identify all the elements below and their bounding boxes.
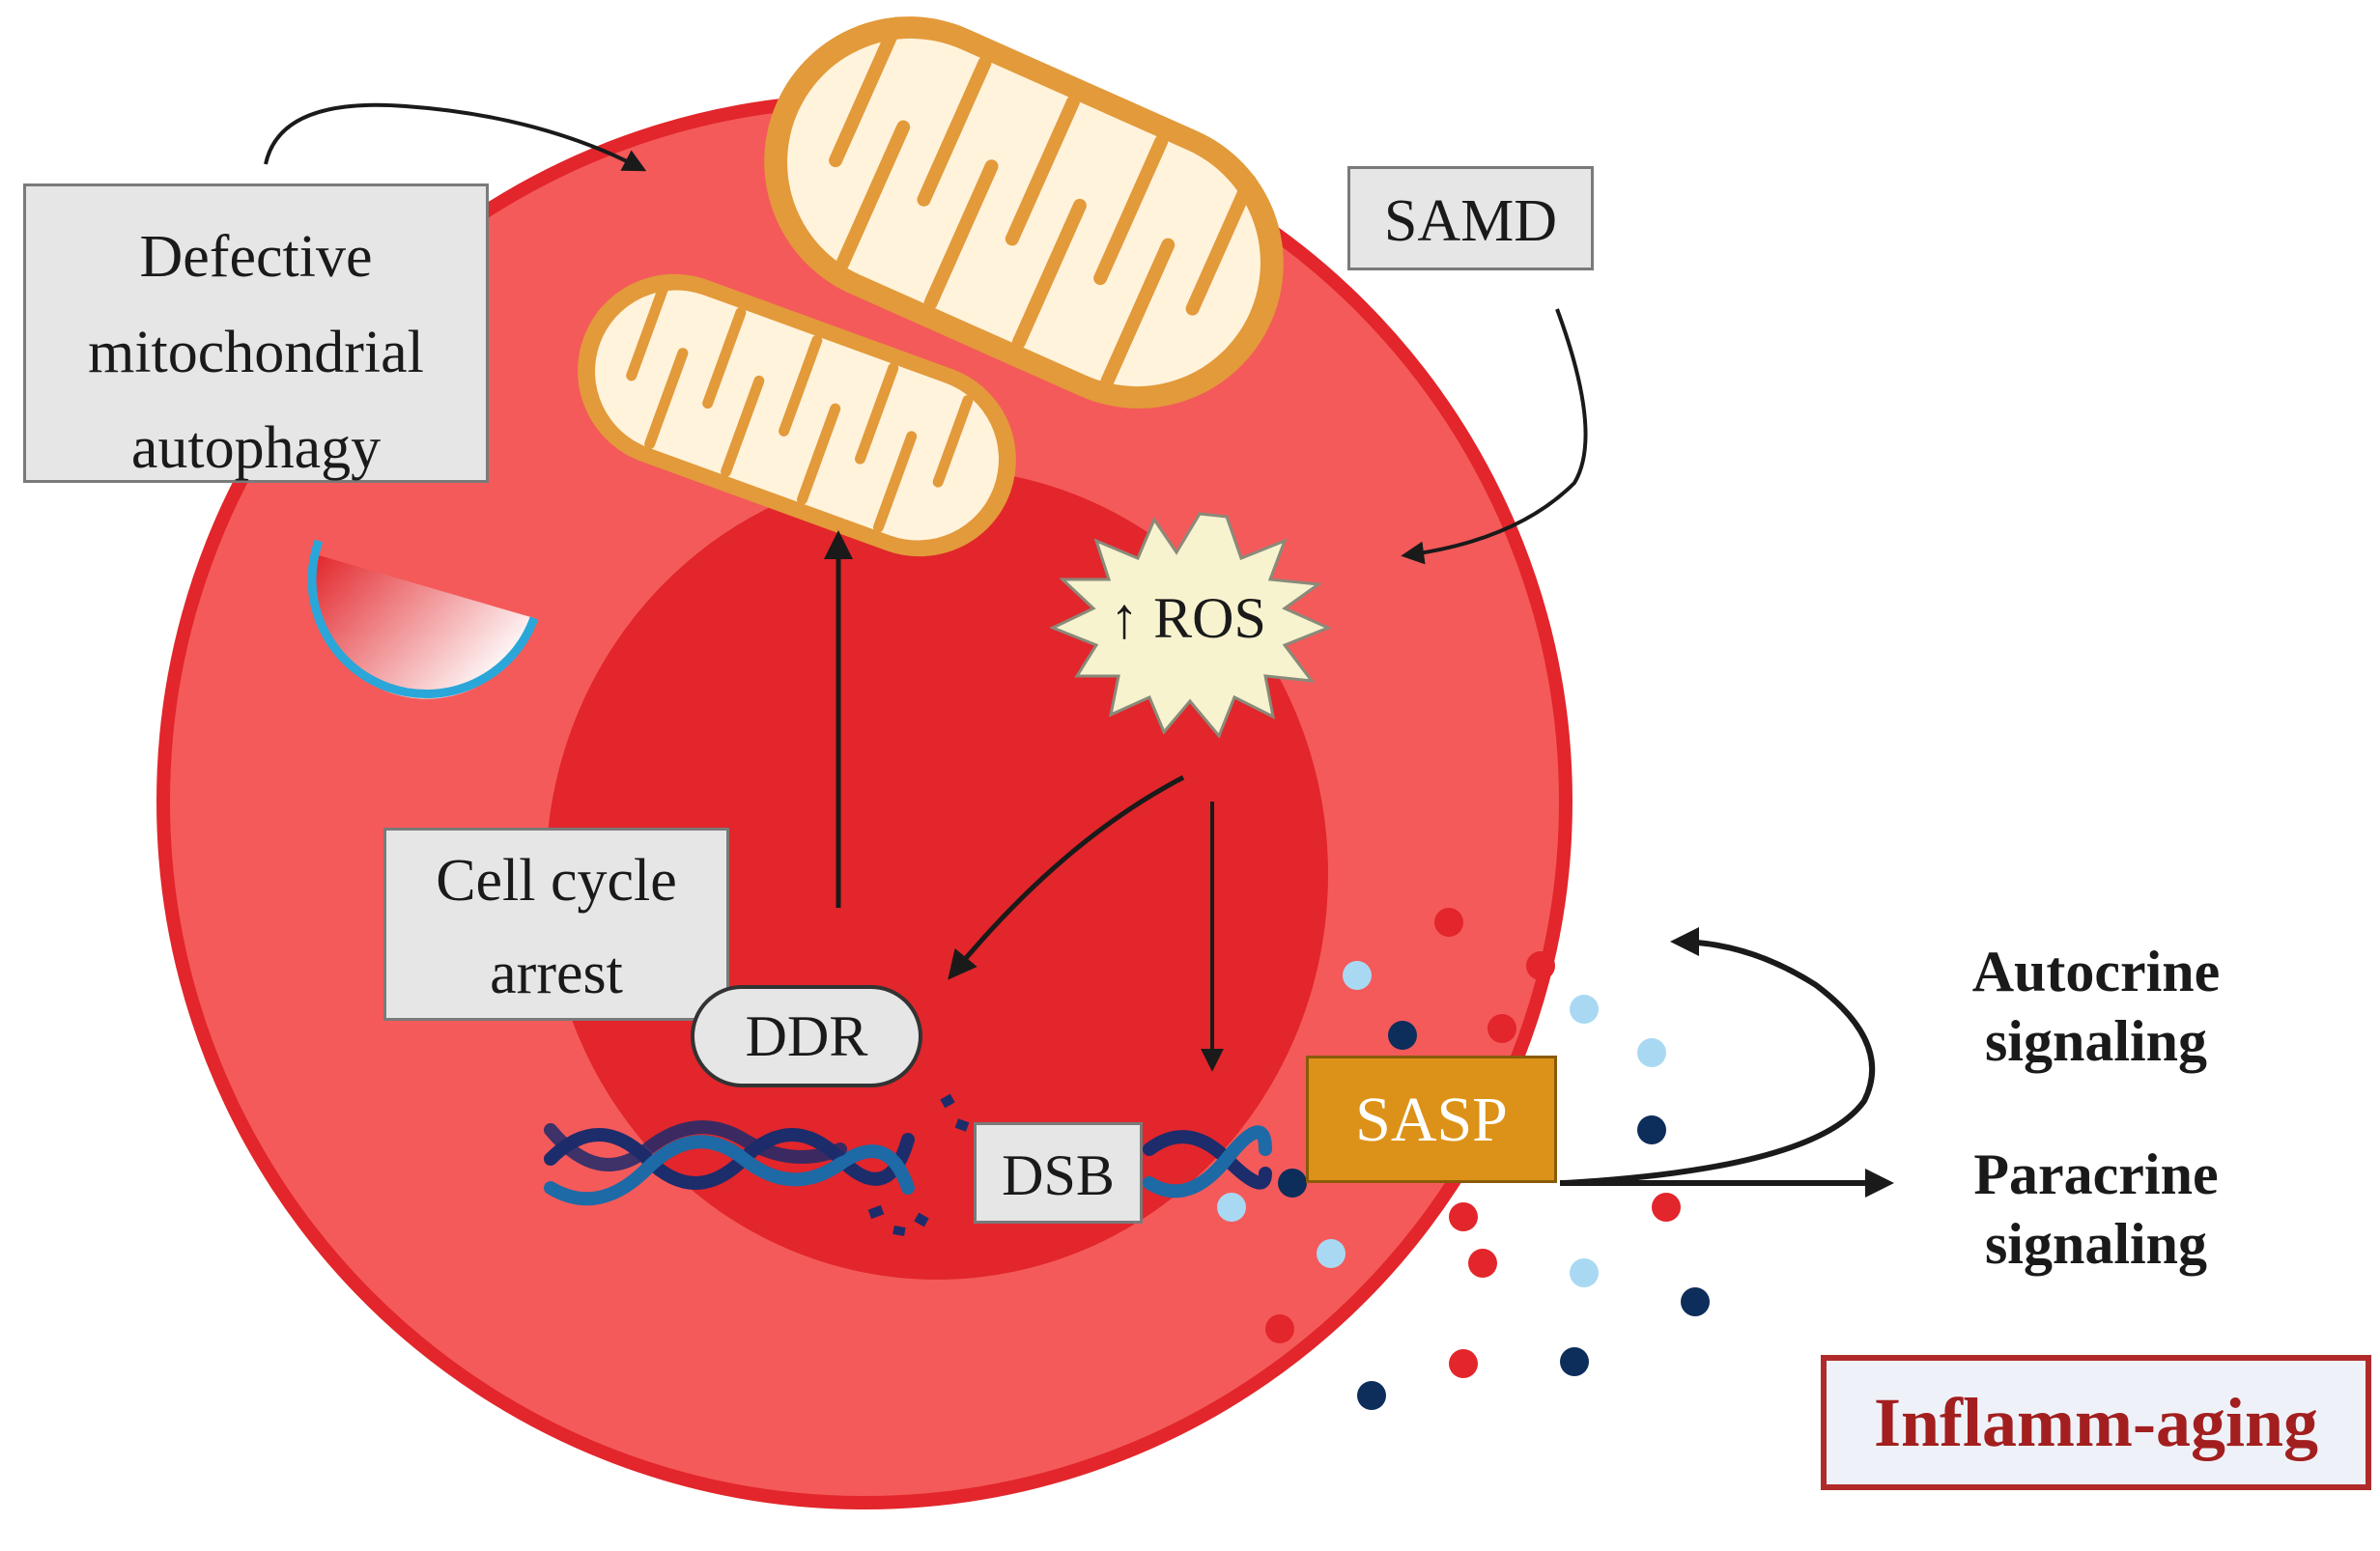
autocrine-line-1: Autocrine xyxy=(1971,940,2221,1003)
sasp-label: SASP xyxy=(1306,1056,1557,1183)
samd-label: SAMD xyxy=(1347,166,1594,270)
dna-break-fragments xyxy=(867,1093,970,1236)
arrow-samd-to-ros xyxy=(1401,308,1588,565)
defective-line-1: Defective xyxy=(139,224,373,290)
defective-line-2: mitochondrial xyxy=(88,320,424,386)
ros-label: ↑ ROS xyxy=(1110,586,1266,650)
dna-helix xyxy=(544,1120,1272,1206)
ddr-label: DDR xyxy=(691,985,922,1087)
paracrine-line-1: Paracrine xyxy=(1973,1142,2219,1206)
ros-burst xyxy=(1049,512,1332,739)
paracrine-signaling-label: Paracrine signaling xyxy=(1893,1140,2299,1279)
cell-cycle-line-2: arrest xyxy=(490,941,623,1006)
defective-line-3: autophagy xyxy=(130,415,382,482)
arrow-sasp-autocrine xyxy=(1564,927,1876,1186)
arrow-defective-to-mito xyxy=(264,102,647,172)
autophagosome-vesicle xyxy=(307,539,539,699)
arrow-ros-to-ddr xyxy=(948,775,1185,980)
autocrine-line-2: signaling xyxy=(1984,1009,2208,1073)
dsb-label: DSB xyxy=(974,1122,1143,1224)
sasp-secreted-factors xyxy=(1217,908,1710,1410)
autocrine-signaling-label: Autocrine signaling xyxy=(1893,937,2299,1076)
mitochondrion-large xyxy=(764,16,1284,409)
defective-autophagy-label: Defective mitochondrial autophagy xyxy=(23,183,489,483)
mitochondrion-small xyxy=(578,273,1016,557)
inflamm-aging-label: Inflamm-aging xyxy=(1821,1355,2371,1490)
cell-cycle-line-1: Cell cycle xyxy=(436,848,677,914)
paracrine-line-2: signaling xyxy=(1984,1212,2208,1276)
cell-cycle-arrest-label: Cell cycle arrest xyxy=(383,828,729,1021)
